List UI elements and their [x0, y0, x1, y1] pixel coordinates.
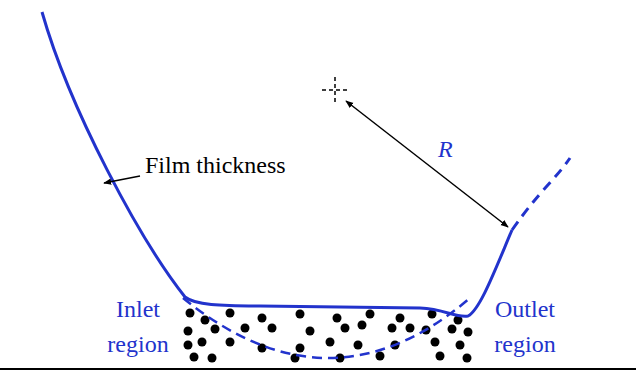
- film-thickness-curve: [42, 12, 512, 316]
- radius-arrow: [346, 101, 508, 227]
- particles: [184, 309, 473, 363]
- region-label: Inlet region: [92, 292, 184, 362]
- film-thickness-label: Film thickness: [145, 148, 286, 183]
- region-label: Outlet region: [477, 292, 573, 362]
- ground-line: [0, 368, 636, 370]
- center-crosshair: [322, 77, 348, 103]
- leader-line: [104, 176, 140, 183]
- film-thickness-extension: [512, 158, 570, 230]
- radius-label: R: [438, 132, 453, 167]
